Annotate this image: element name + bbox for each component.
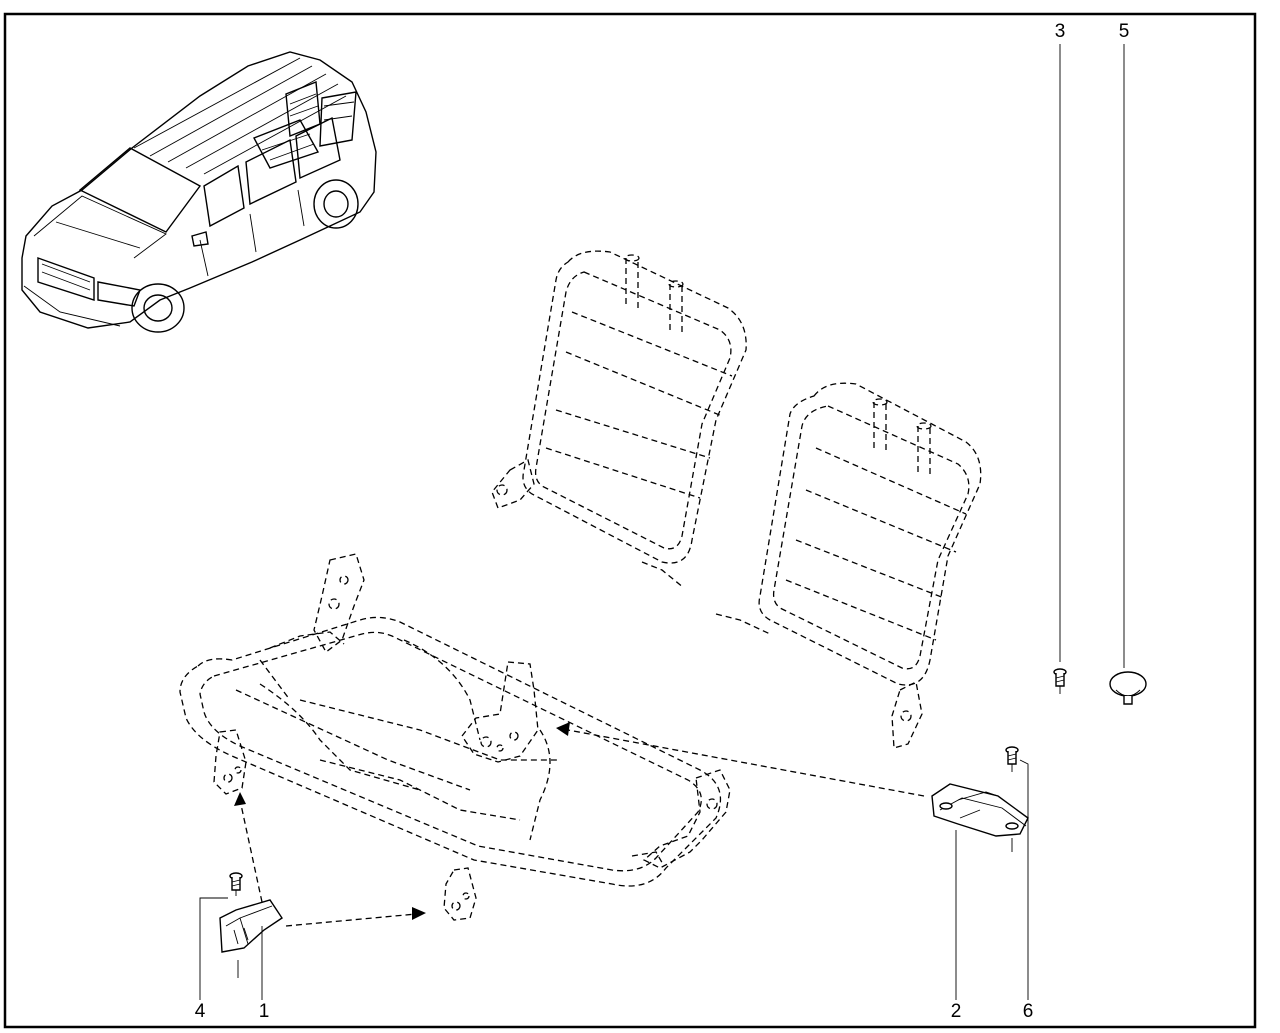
seat-back-frame-left	[491, 250, 747, 589]
callout-4: 4	[194, 1001, 206, 1022]
callout-6: 6	[1022, 1001, 1034, 1022]
callout-5: 5	[1118, 21, 1130, 42]
seat-cushion-frame	[179, 553, 731, 921]
part-6-screw	[1005, 746, 1019, 852]
callout-3: 3	[1054, 21, 1066, 42]
leader-lines	[199, 44, 1125, 1000]
assembly-direction-arrows	[234, 722, 925, 927]
callout-1: 1	[258, 1001, 270, 1022]
part-3-screw	[1053, 668, 1067, 694]
part-2-hinge-cover	[931, 783, 1029, 837]
part-4-screw	[229, 872, 243, 896]
part-1-leg-trim-cover	[219, 899, 283, 978]
vehicle-location-illustration	[21, 51, 377, 333]
part-5-clip	[1109, 671, 1147, 705]
frame-border	[3, 12, 1257, 1029]
seat-back-frame-right	[715, 382, 982, 749]
callout-2: 2	[950, 1001, 962, 1022]
